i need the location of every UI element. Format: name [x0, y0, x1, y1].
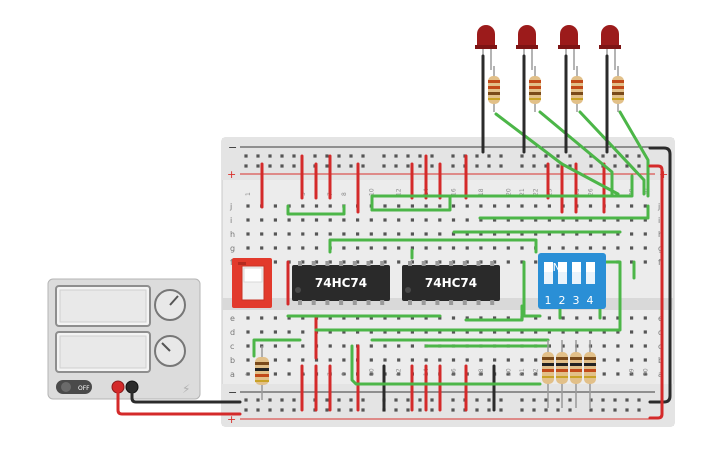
dip-position-label: 1 [545, 294, 552, 307]
chip-2-pins [408, 261, 495, 305]
column-number: 10 [368, 188, 375, 196]
dip-position-label: 4 [587, 294, 594, 307]
column-number: 1 [245, 192, 252, 196]
chip-2-label: 74HC74 [425, 276, 477, 290]
row-letter: a [230, 370, 235, 379]
row-letter: c [658, 342, 662, 351]
led-3[interactable] [558, 25, 583, 154]
row-letter: b [230, 356, 235, 365]
rail-bridge-wires[interactable] [648, 146, 672, 420]
column-number: 16 [451, 368, 458, 376]
column-number: 29 [629, 368, 636, 376]
led-array[interactable] [475, 25, 624, 154]
column-number: 12 [396, 188, 403, 196]
pulldown-resistor[interactable] [255, 346, 269, 400]
column-number: 23 [546, 188, 553, 196]
supply-wires[interactable] [116, 385, 242, 416]
column-number: 10 [368, 368, 375, 376]
slide-switch[interactable] [232, 258, 272, 308]
column-number: 8 [341, 372, 348, 376]
chip-2[interactable]: 74HC74 [402, 261, 500, 305]
power-off-label: OFF [78, 385, 90, 392]
chip-1-label: 74HC74 [315, 276, 367, 290]
dip-position-label: 3 [573, 294, 580, 307]
bottom-resistor-2[interactable] [556, 340, 568, 408]
column-number: 18 [478, 368, 485, 376]
dip-toggle-4[interactable] [586, 262, 595, 284]
column-number: 8 [341, 192, 348, 196]
column-number: 22 [533, 188, 540, 196]
chip-1-pins [298, 261, 385, 305]
power-supply[interactable]: OFF ⚡ [47, 278, 201, 400]
row-letter: g [230, 244, 235, 253]
column-number: 30 [642, 188, 649, 196]
rail-plus-symbol-right: + [659, 168, 668, 181]
column-number: 1 [245, 372, 252, 376]
column-number: 16 [451, 188, 458, 196]
column-number: 30 [642, 368, 649, 376]
led-4[interactable] [599, 25, 624, 154]
lightning-icon: ⚡ [182, 382, 190, 396]
led-2[interactable] [516, 25, 541, 154]
dip-toggle-3[interactable] [572, 262, 581, 284]
bottom-resistor-3[interactable] [570, 340, 582, 408]
bottom-resistor-4[interactable] [584, 340, 596, 408]
bottom-resistors[interactable] [542, 340, 596, 408]
signal-wires[interactable] [252, 110, 650, 386]
row-letter: j [229, 202, 232, 211]
row-letter: h [230, 230, 235, 239]
rail-minus-symbol: − [228, 141, 237, 154]
column-number: 22 [533, 368, 540, 376]
column-number: 18 [478, 188, 485, 196]
power-jumpers[interactable] [260, 154, 606, 412]
row-letter: i [658, 216, 660, 225]
rail-minus-symbol-bottom: − [228, 386, 237, 399]
bottom-resistor-1[interactable] [542, 340, 554, 408]
chip-1[interactable]: 74HC74 [292, 261, 390, 305]
dip-toggle-2[interactable] [558, 262, 567, 284]
led-1[interactable] [475, 25, 500, 154]
row-letter: d [230, 328, 235, 337]
column-number: 20 [505, 188, 512, 196]
column-number: 20 [505, 368, 512, 376]
column-number: 26 [588, 188, 595, 196]
dip-toggle-1[interactable] [544, 262, 553, 284]
column-number: 21 [519, 188, 526, 196]
row-letter: e [230, 314, 235, 323]
row-letter: f [658, 258, 661, 267]
row-letter: i [230, 216, 232, 225]
rail-plus-symbol: + [227, 168, 236, 181]
dip-position-label: 2 [559, 294, 566, 307]
column-number: 12 [396, 368, 403, 376]
rail-plus-symbol-bottom: + [227, 413, 236, 426]
column-number: 21 [519, 368, 526, 376]
row-letter: f [230, 258, 233, 267]
row-letter: j [657, 202, 660, 211]
row-letter: c [230, 342, 234, 351]
